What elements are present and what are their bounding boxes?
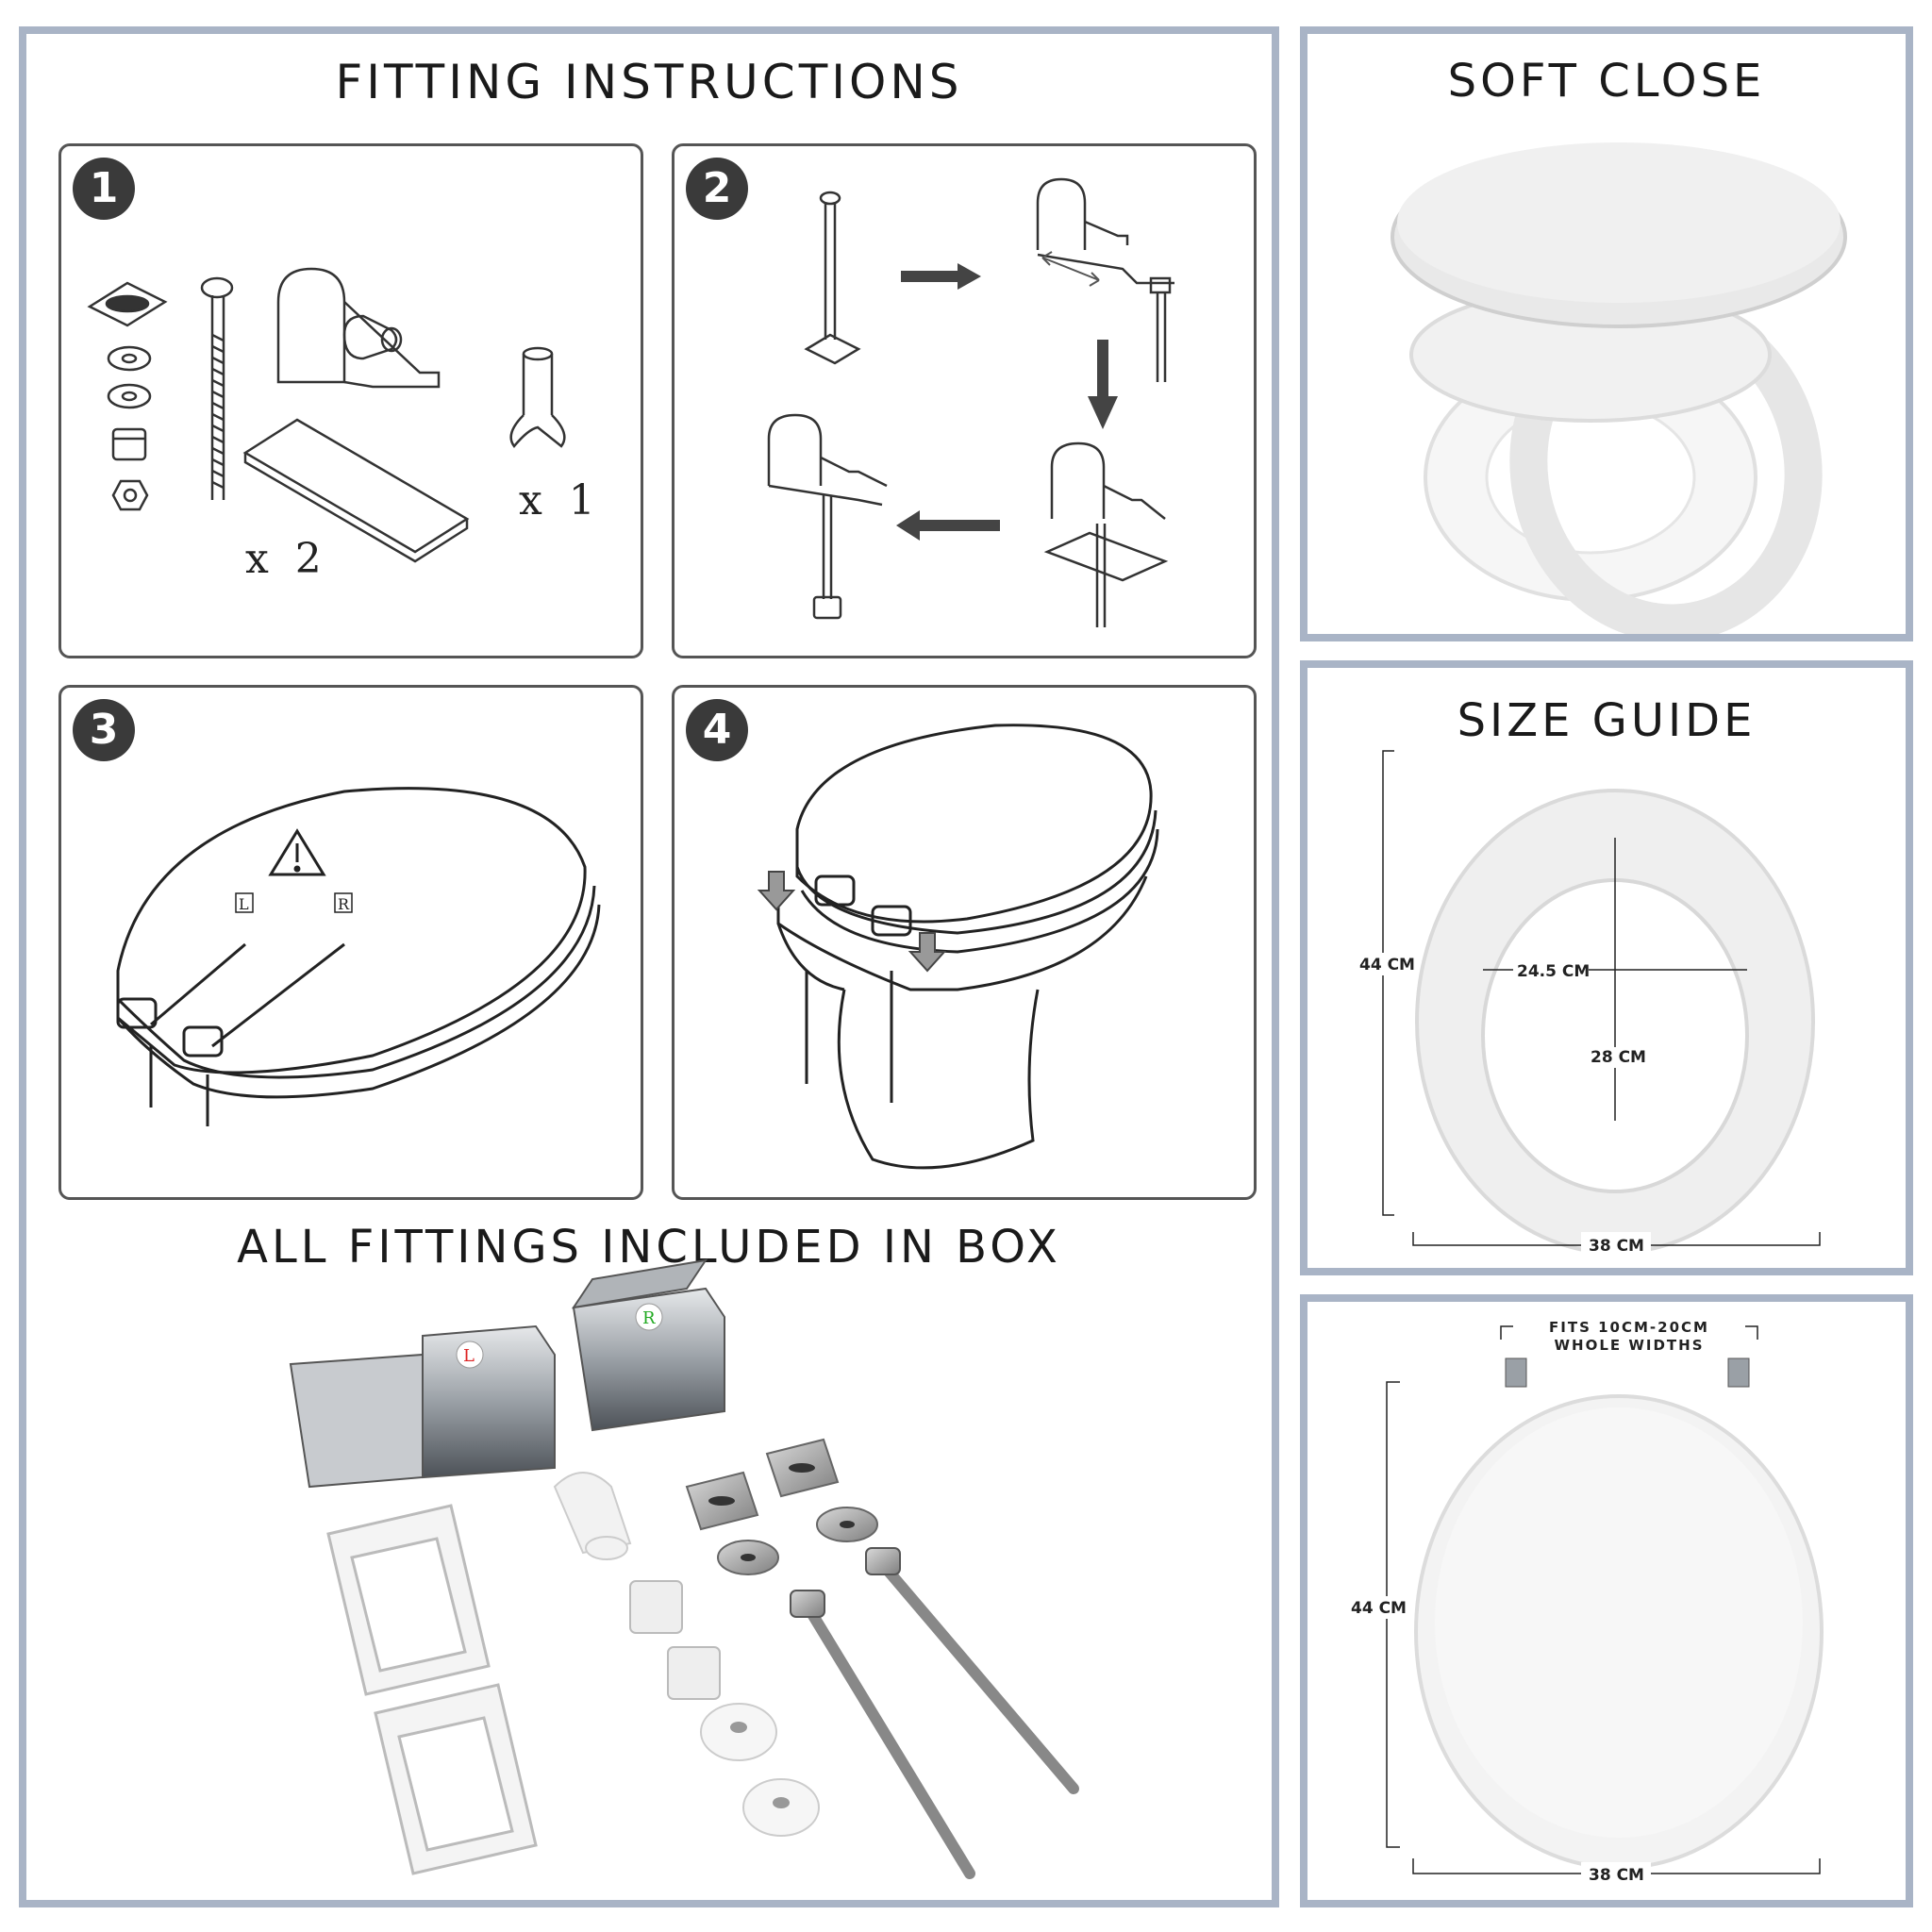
step-3-panel: 3 (58, 685, 643, 1200)
fitting-instructions-title: FITTING INSTRUCTIONS (335, 55, 963, 109)
fit-widths-width-label: 38 CM (1589, 1866, 1644, 1885)
step-2-diagram (767, 177, 1174, 627)
step-2-panel: 2 (672, 143, 1257, 658)
size-guide-length-label: 44 CM (1359, 956, 1415, 974)
included-hinge-left-label: L (463, 1346, 475, 1366)
fit-widths-diagram: FITS 10CM-20CM WHOLE WIDTHS 44 CM 38 CM (1349, 1315, 1824, 1885)
fitting-instructions-frame: FITTING INSTRUCTIONS 1 (19, 26, 1279, 1907)
size-guide-frame: SIZE GUIDE 44 CM 38 CM 24.5 CM 28 CM (1300, 660, 1913, 1275)
soft-close-title: SOFT CLOSE (1447, 55, 1766, 108)
step-4-panel: 4 (672, 685, 1257, 1200)
fit-widths-length-label: 44 CM (1351, 1599, 1407, 1618)
included-hinge-right-label: R (642, 1308, 656, 1328)
size-guide-width-label: 38 CM (1589, 1237, 1644, 1256)
step-2-badge: 2 (686, 158, 748, 220)
soft-close-frame: SOFT CLOSE (1300, 26, 1913, 641)
soft-close-illustration (1391, 142, 1847, 634)
step-3-label-left: L (239, 895, 249, 913)
included-fittings-title: ALL FITTINGS INCLUDED IN BOX (237, 1221, 1061, 1274)
step-1-badge: 1 (73, 158, 135, 220)
size-guide-diagram: 44 CM 38 CM 24.5 CM 28 CM (1357, 750, 1821, 1256)
size-guide-inner-width-label: 24.5 CM (1517, 962, 1590, 981)
step-1-diagram: x 2 x 1 (87, 267, 595, 583)
step-3-label-right: R (338, 895, 350, 913)
step-1-qty-right: x 1 (519, 476, 595, 525)
fit-widths-line-1: FITS 10CM-20CM (1549, 1319, 1709, 1336)
size-guide-inner-length-label: 28 CM (1591, 1048, 1646, 1067)
fit-widths-line-2: WHOLE WIDTHS (1554, 1337, 1704, 1354)
fit-widths-frame: FITS 10CM-20CM WHOLE WIDTHS 44 CM 38 CM (1300, 1294, 1913, 1907)
step-4-diagram (757, 724, 1159, 1170)
size-guide-title: SIZE GUIDE (1457, 694, 1757, 747)
step-3-diagram: L R (116, 787, 601, 1126)
step-3-badge: 3 (73, 699, 135, 761)
step-4-badge: 4 (686, 699, 748, 761)
step-1-panel: 1 (58, 143, 643, 658)
step-1-qty-left: x 2 (245, 535, 322, 583)
